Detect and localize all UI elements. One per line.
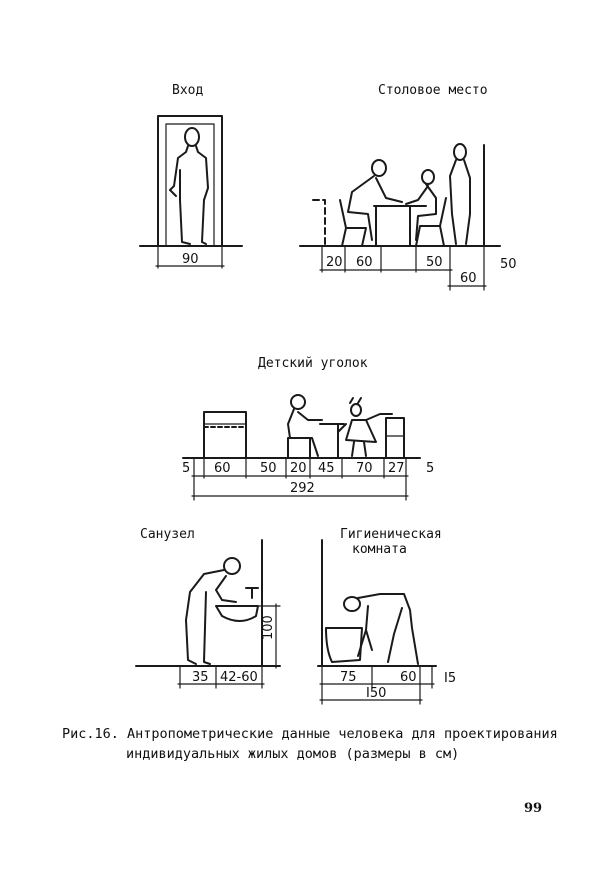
kids-dim-cabinet: 60 bbox=[214, 461, 231, 476]
entrance-dim-width: 90 bbox=[182, 252, 199, 267]
door-frame bbox=[157, 115, 223, 247]
hygiene-title-line2: комната bbox=[352, 542, 407, 557]
toilet-person-icon bbox=[185, 557, 241, 665]
dining-person-standing-icon bbox=[449, 143, 471, 245]
toilet-dim-person: 35 bbox=[192, 670, 209, 685]
entrance-diagram: Вход 90 bbox=[139, 83, 243, 269]
dining-dim-passage: 60 bbox=[460, 271, 477, 286]
hygiene-dim-tub: 75 bbox=[340, 670, 357, 685]
hygiene-person-icon bbox=[343, 593, 419, 665]
bathtub-icon bbox=[325, 627, 363, 663]
toilet-dim-basin: 42-60 bbox=[220, 670, 258, 685]
entrance-title: Вход bbox=[172, 83, 203, 98]
dining-dimensions: 20 60 50 60 50 bbox=[319, 245, 517, 291]
page-number: 99 bbox=[524, 801, 542, 816]
dining-dim-wall: 20 bbox=[326, 255, 343, 270]
dining-table bbox=[373, 205, 427, 247]
kids-title: Детский уголок bbox=[258, 356, 368, 371]
hygiene-dimensions: 75 60 I5 I50 bbox=[319, 665, 456, 705]
dining-title: Столовое место bbox=[378, 83, 488, 98]
kids-dim-left-gap: 5 bbox=[182, 461, 190, 476]
hygiene-dim-person: 60 bbox=[400, 670, 417, 685]
kids-dim-space: 50 bbox=[260, 461, 277, 476]
kids-dim-table: 45 bbox=[318, 461, 335, 476]
kids-dimensions: 5 60 50 20 45 70 27 5 292 bbox=[182, 457, 434, 501]
toilet-dim-height: 100 bbox=[261, 615, 276, 640]
faucet-icon bbox=[245, 587, 259, 599]
dining-dim-right: 50 bbox=[500, 257, 517, 272]
dining-person-seated-icon bbox=[347, 159, 403, 241]
hygiene-dim-total: I50 bbox=[366, 686, 386, 701]
kids-cabinet-right bbox=[385, 417, 405, 459]
entrance-person-icon bbox=[169, 127, 209, 245]
dining-diagram: Столовое место bbox=[299, 83, 517, 291]
door-frame-inner bbox=[165, 123, 215, 247]
kids-child-standing-icon bbox=[337, 397, 393, 457]
toilet-diagram: Санузел 35 42-60 100 bbox=[135, 527, 281, 689]
kids-dim-total: 292 bbox=[290, 481, 315, 496]
kids-dim-right-gap: 5 bbox=[426, 461, 434, 476]
toilet-title: Санузел bbox=[140, 527, 195, 542]
dining-chair-left bbox=[339, 199, 367, 247]
dining-dim-chair: 60 bbox=[356, 255, 373, 270]
hygiene-title-line1: Гигиеническая bbox=[340, 527, 442, 542]
hygiene-diagram: Гигиеническая комната 75 60 I5 I50 bbox=[317, 527, 456, 705]
dining-wall-dashed bbox=[312, 199, 326, 247]
dining-child-seated-icon bbox=[405, 169, 437, 241]
kids-dim-stool: 20 bbox=[290, 461, 307, 476]
kids-dim-play: 70 bbox=[356, 461, 373, 476]
hygiene-dim-gap: I5 bbox=[444, 671, 456, 686]
dining-chair-right bbox=[415, 197, 447, 247]
washbasin-icon bbox=[215, 605, 259, 622]
kids-dim-cabinet-right: 27 bbox=[388, 461, 405, 476]
dining-dim-table: 50 bbox=[426, 255, 443, 270]
kids-child-seated-icon bbox=[287, 394, 323, 457]
figure-caption-line2: индивидуальных жилых домов (размеры в см… bbox=[126, 746, 459, 762]
figure-caption-line1: Рис.16. Антропометрические данные челове… bbox=[62, 726, 558, 742]
kids-stool bbox=[287, 437, 311, 459]
kids-corner-diagram: Детский уголок bbox=[182, 356, 434, 501]
kids-table bbox=[319, 423, 345, 459]
kids-cabinet bbox=[203, 411, 247, 459]
toilet-dimensions: 35 42-60 100 bbox=[177, 603, 281, 689]
